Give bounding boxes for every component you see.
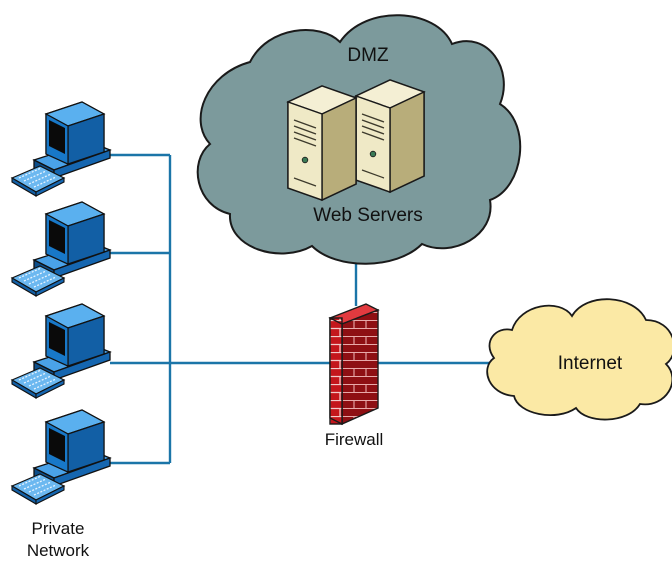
internet-cloud: Internet	[487, 299, 672, 419]
workstation-icon	[12, 410, 110, 504]
private-network-workstations	[12, 102, 110, 504]
workstation-icon	[12, 304, 110, 398]
web-server-icon	[288, 86, 356, 200]
private-network-label: Network	[27, 541, 90, 560]
dmz-cloud: DMZ Web Servers	[198, 15, 521, 264]
firewall-icon: Firewall	[325, 304, 384, 449]
dmz-label: DMZ	[347, 45, 389, 66]
private-network-label: Private	[32, 519, 85, 538]
workstation-icon	[12, 202, 110, 296]
workstation-icon	[12, 102, 110, 196]
firewall-label: Firewall	[325, 430, 384, 449]
internet-label: Internet	[558, 353, 623, 374]
web-servers-label: Web Servers	[313, 205, 422, 226]
web-server-icon	[356, 80, 424, 192]
